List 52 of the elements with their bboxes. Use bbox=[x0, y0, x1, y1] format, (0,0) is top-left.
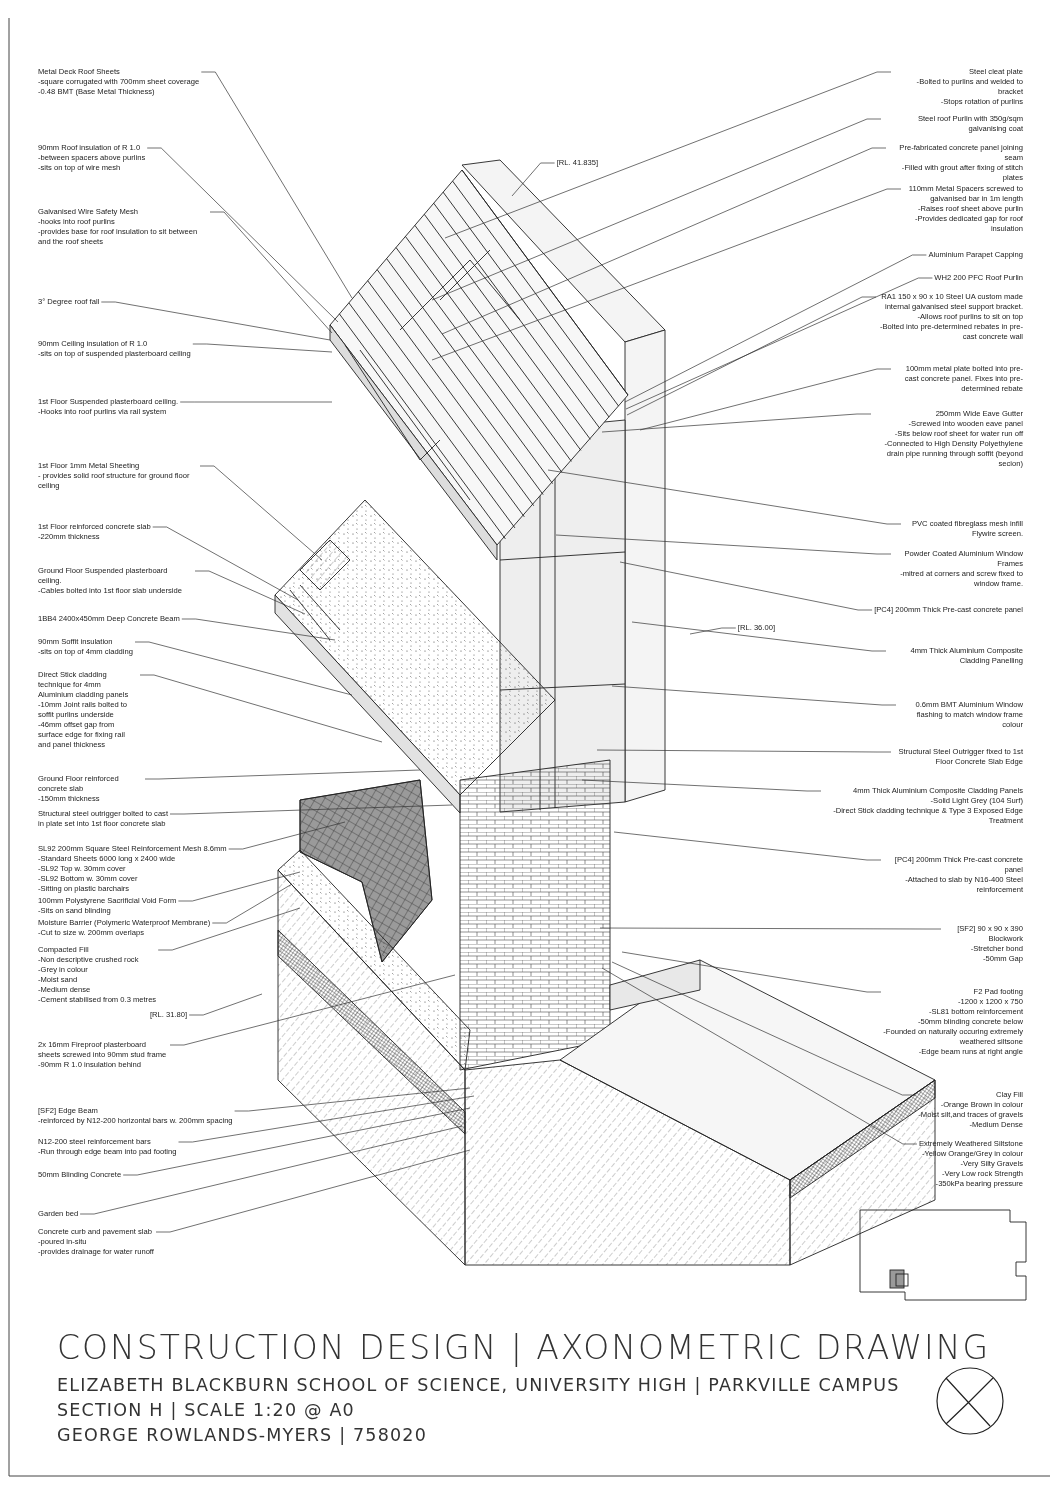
leader-line bbox=[596, 749, 892, 753]
leader-line bbox=[134, 641, 353, 696]
leader-line bbox=[619, 561, 873, 611]
leader-line bbox=[613, 831, 882, 861]
leader-line bbox=[169, 974, 456, 1046]
title-block-text: ELIZABETH BLACKBURN SCHOOL OF SCIENCE, UNIVERSITY HIGH | PARKVILLE CAMPUS bbox=[57, 1375, 900, 1395]
leader-line bbox=[547, 469, 902, 525]
leader-line bbox=[152, 526, 299, 601]
leader-line bbox=[79, 1125, 463, 1215]
leader-line bbox=[601, 413, 872, 433]
leader-line bbox=[444, 71, 892, 239]
leader-line bbox=[194, 570, 306, 615]
leader-line bbox=[626, 296, 877, 416]
leader-line bbox=[146, 147, 339, 323]
leader-line bbox=[431, 118, 882, 301]
leader-line bbox=[181, 618, 336, 641]
leader-line bbox=[211, 883, 293, 924]
leader-line bbox=[122, 1107, 471, 1176]
leader-line bbox=[611, 961, 917, 1096]
leader-line bbox=[234, 1087, 471, 1112]
leader-line bbox=[228, 821, 346, 850]
leader-line bbox=[621, 951, 882, 993]
leader-line bbox=[178, 1095, 475, 1143]
leader-line bbox=[188, 993, 263, 1016]
leader-line bbox=[100, 301, 331, 341]
drawing-title: CONSTRUCTION DESIGN | AXONOMETRIC DRAWING bbox=[57, 1328, 991, 1367]
leader-line bbox=[625, 277, 933, 410]
leader-line bbox=[555, 534, 892, 555]
leader-line bbox=[689, 627, 737, 635]
title-block-text: SECTION H | SCALE 1:20 @ A0 bbox=[57, 1400, 355, 1420]
leader-line bbox=[192, 343, 333, 353]
leader-line bbox=[209, 211, 333, 334]
title-block-text: GEORGE ROWLANDS-MYERS | 758020 bbox=[57, 1425, 428, 1445]
leader-line bbox=[639, 368, 892, 431]
leader-line bbox=[599, 927, 942, 930]
leader-line bbox=[139, 674, 383, 743]
leader-line bbox=[199, 465, 323, 561]
leader-line bbox=[155, 1149, 471, 1233]
leader-line bbox=[431, 188, 902, 361]
leader-line bbox=[178, 871, 301, 902]
leader-line bbox=[624, 254, 927, 403]
leader-line bbox=[441, 147, 887, 335]
leader-line bbox=[200, 71, 353, 299]
leader-line bbox=[179, 401, 333, 403]
leader-line bbox=[157, 907, 301, 951]
leader-line bbox=[581, 779, 822, 792]
leader-line bbox=[169, 804, 453, 815]
leader-line bbox=[511, 162, 555, 197]
leader-line bbox=[144, 769, 421, 780]
leader-line bbox=[631, 621, 887, 652]
leader-line bbox=[601, 967, 918, 1145]
leader-line bbox=[611, 685, 897, 706]
